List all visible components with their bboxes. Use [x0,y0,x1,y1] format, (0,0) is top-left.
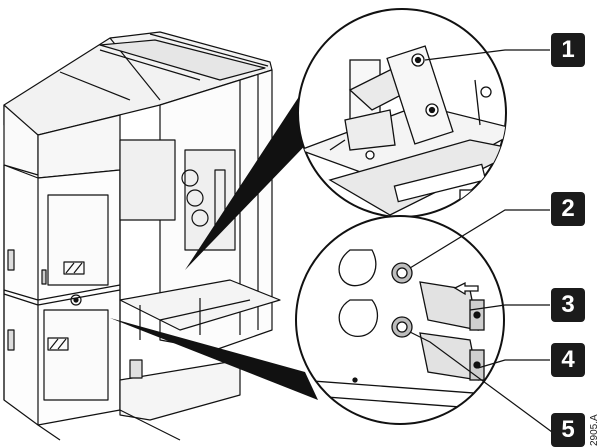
detail-circle-bottom [295,215,505,425]
magnifier-leaders [110,95,320,400]
callout-5-label: 5 [561,416,575,443]
callout-leaders [409,49,553,433]
callout-3-label: 3 [561,291,575,318]
callout-5: 5 [551,413,585,447]
callout-3: 3 [551,288,585,322]
callout-4-label: 4 [561,346,575,373]
callout-1: 1 [551,33,585,67]
callout-1-label: 1 [561,36,575,63]
switchgear-cabinet [3,31,281,441]
figure-reference-code: 2905.A [589,414,600,446]
callout-2: 2 [551,192,585,226]
callout-2-label: 2 [561,195,575,222]
callout-4: 4 [551,343,585,377]
detail-circle-top [297,8,507,218]
